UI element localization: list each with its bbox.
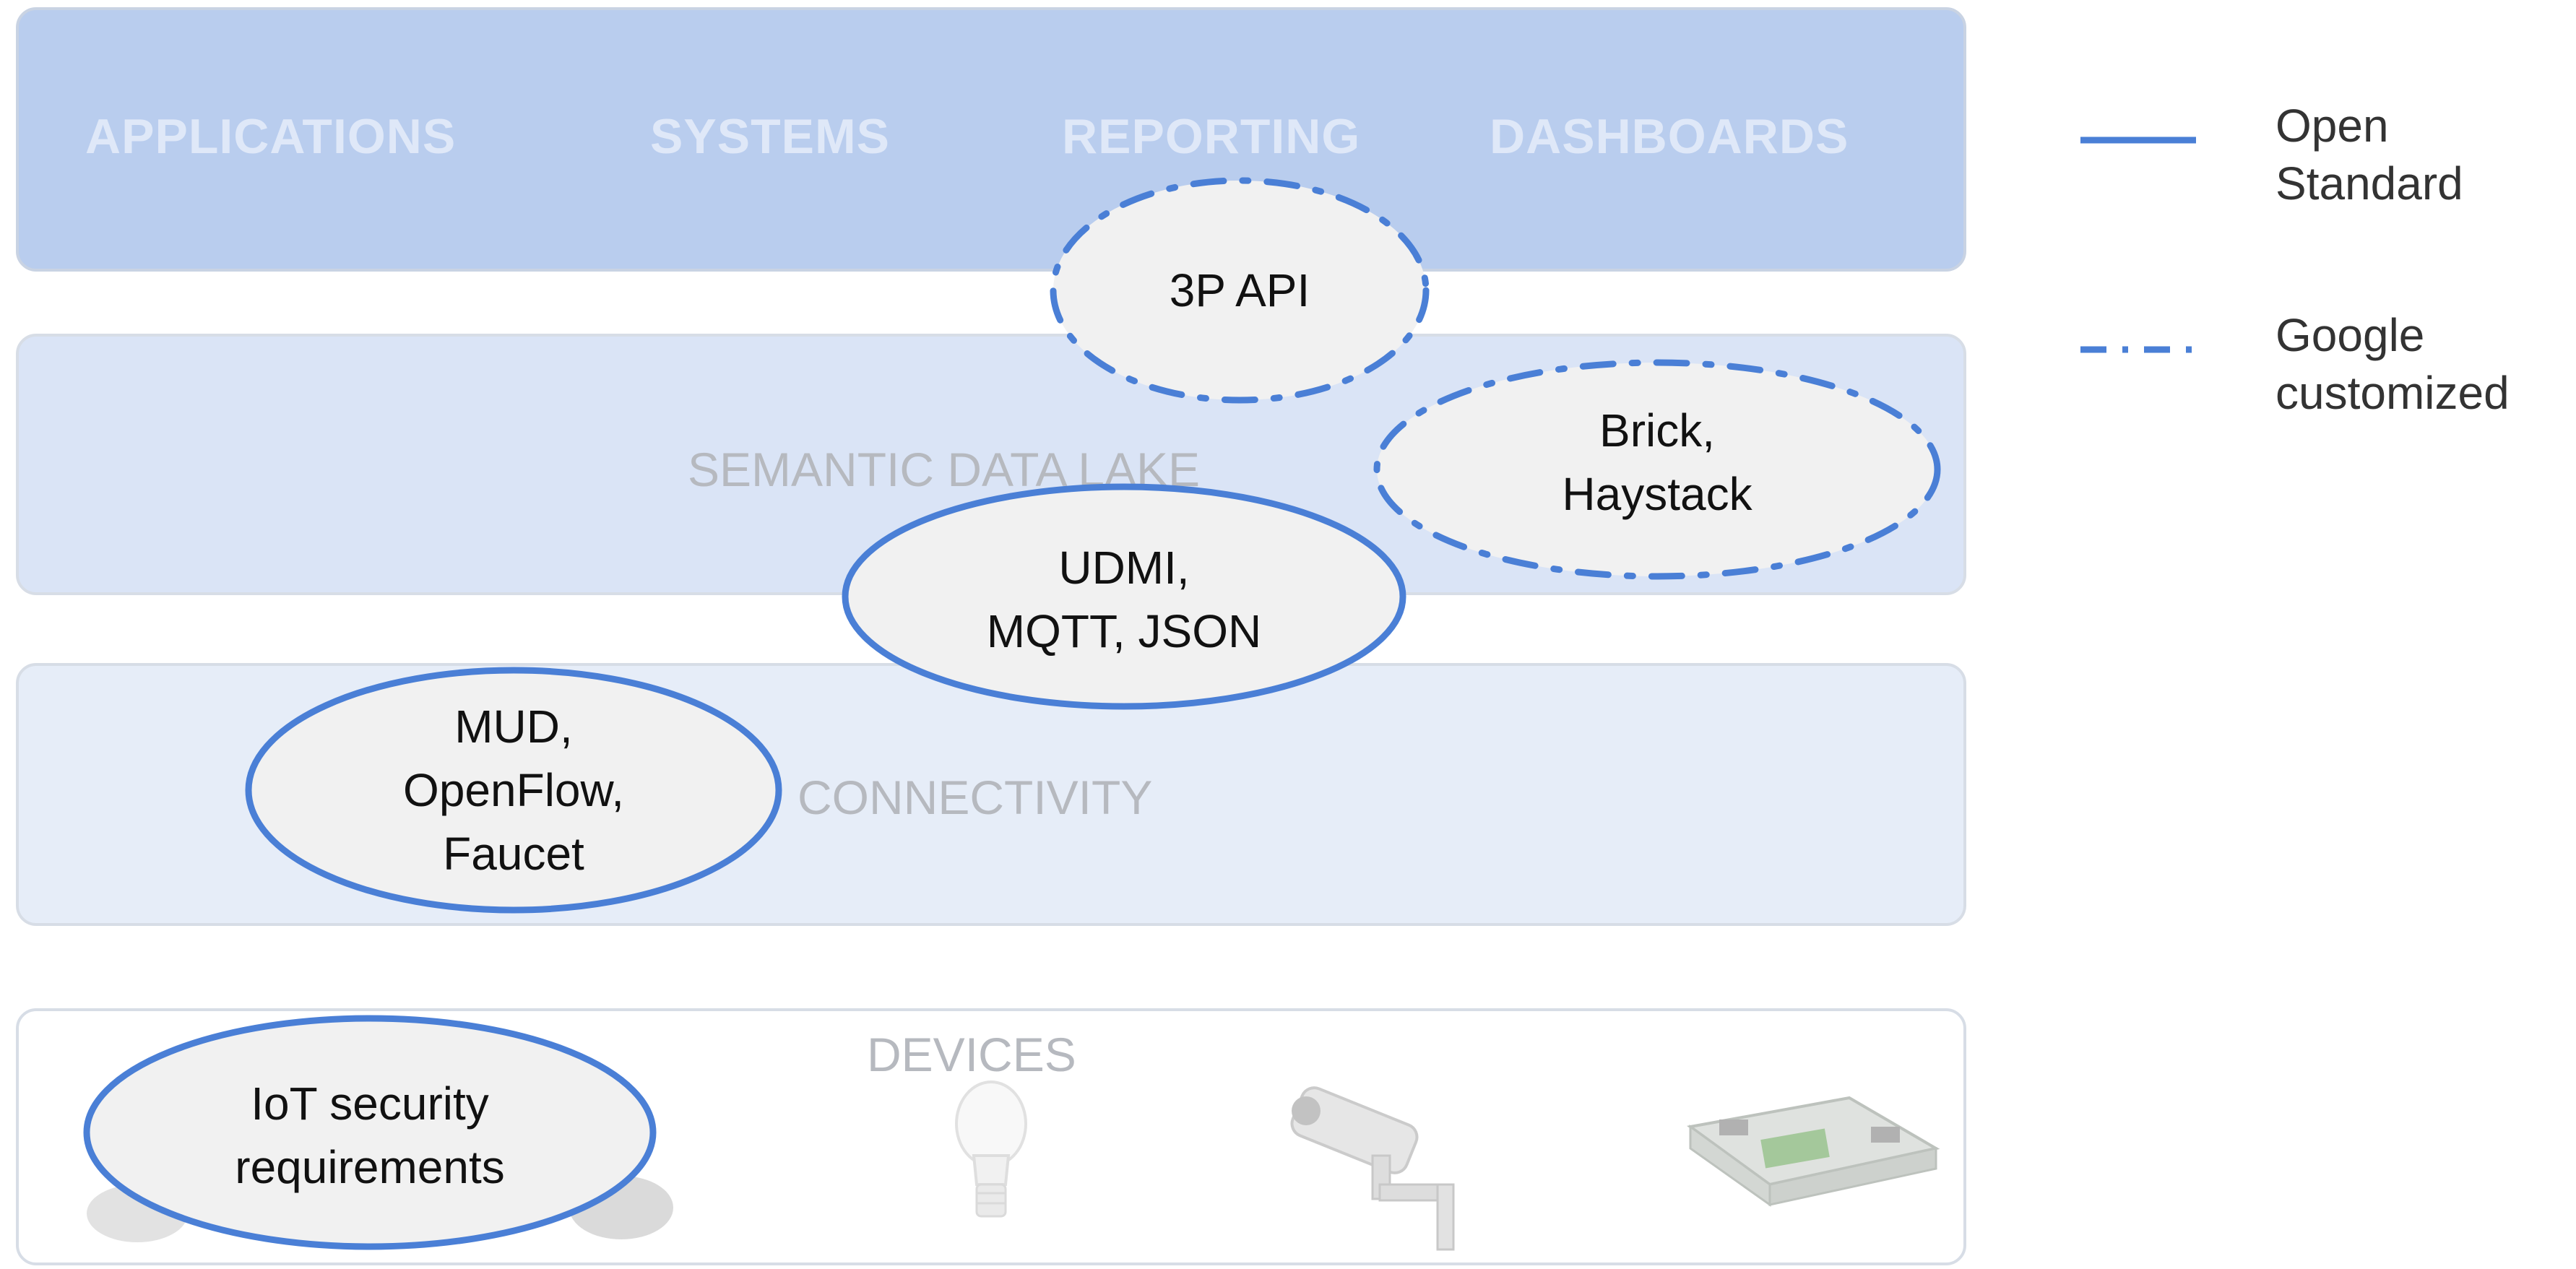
mud-line-2: OpenFlow, [403, 764, 624, 816]
iot-ellipse [83, 1015, 657, 1250]
udmi-line-1: UDMI, [1058, 542, 1190, 594]
api-ellipse [1050, 177, 1430, 404]
applications-layer [16, 7, 1966, 272]
api-text: 3P API [1170, 259, 1310, 322]
circuit-board-icon [1687, 1096, 1940, 1207]
iot-line-1: IoT security [251, 1078, 489, 1130]
devices-label: DEVICES [867, 1028, 1076, 1081]
mud-text: MUD, OpenFlow, Faucet [403, 695, 624, 885]
brick-haystack-ellipse [1373, 359, 1941, 580]
connectivity-label: CONNECTIVITY [798, 771, 1153, 824]
udmi-ellipse [842, 483, 1406, 710]
brick-text: Brick, Haystack [1562, 399, 1752, 526]
applications-label: APPLICATIONS [85, 109, 457, 164]
brick-line-1: Brick, [1599, 404, 1715, 456]
mud-ellipse [245, 667, 782, 914]
legend-open-standard-label: Open Standard [2275, 97, 2463, 212]
light-bulb-icon [955, 1080, 1027, 1218]
legend-open-line-1: Open [2275, 100, 2389, 152]
legend-open-line-2: Standard [2275, 157, 2463, 209]
udmi-text: UDMI, MQTT, JSON [987, 536, 1261, 663]
legend-google-line-2: customized [2275, 367, 2510, 419]
iot-text: IoT security requirements [235, 1072, 505, 1199]
mud-line-3: Faucet [443, 828, 584, 880]
dashboards-label: DASHBOARDS [1490, 109, 1849, 164]
reporting-label: REPORTING [1062, 109, 1361, 164]
iot-line-2: requirements [235, 1141, 505, 1193]
security-camera-icon [1290, 1086, 1455, 1251]
api-line-1: 3P API [1169, 264, 1310, 316]
udmi-line-2: MQTT, JSON [986, 605, 1262, 657]
legend-google-customized-label: Google customized [2275, 306, 2510, 422]
legend-google-line-1: Google [2275, 309, 2425, 361]
mud-line-1: MUD, [454, 701, 573, 753]
systems-label: SYSTEMS [650, 109, 890, 164]
brick-line-2: Haystack [1562, 468, 1752, 520]
